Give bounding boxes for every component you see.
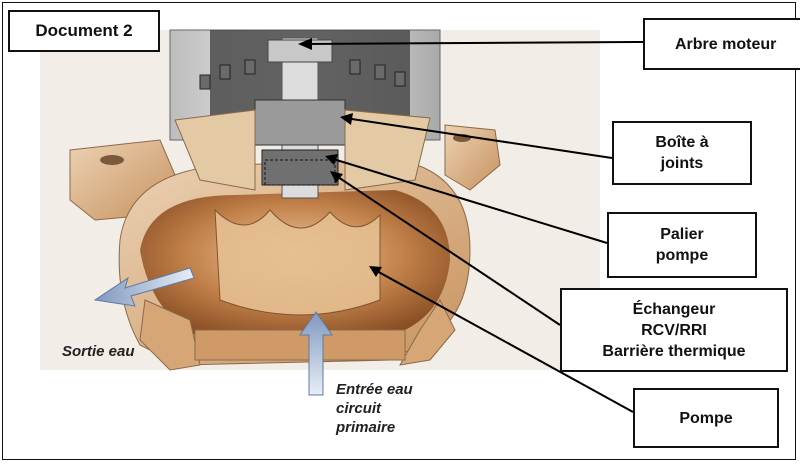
label-boite-a-joints-text: Boîte à joints xyxy=(655,134,709,172)
leader-boite xyxy=(344,117,613,159)
diffuser-vanes xyxy=(214,208,381,316)
shaft-coupling xyxy=(267,39,333,63)
document-frame xyxy=(2,2,796,460)
leader-arbre xyxy=(304,41,646,45)
inlet-flow-arrow xyxy=(299,311,333,396)
bolt-row xyxy=(199,59,406,90)
arrowhead-pompe xyxy=(369,266,382,277)
label-pompe-text: Pompe xyxy=(679,409,733,427)
label-echangeur-text: Échangeur RCV/RRI Barrière thermique xyxy=(602,300,746,360)
document-title: Document 2 xyxy=(8,10,160,52)
inlet-flow-label: Entrée eau circuit primaire xyxy=(336,381,413,436)
gland-housing-left xyxy=(174,109,256,191)
pump-base xyxy=(139,299,201,371)
outlet-flow-arrow xyxy=(93,267,195,307)
leader-echangeur xyxy=(334,174,561,326)
outlet-flow-label: Sortie eau xyxy=(62,343,135,360)
arrowhead-arbre xyxy=(298,38,312,50)
leader-pompe xyxy=(374,269,634,413)
label-echangeur: Échangeur RCV/RRI Barrière thermique xyxy=(560,288,788,372)
label-pompe: Pompe xyxy=(633,388,779,448)
leader-lines xyxy=(304,41,646,413)
seal-housing xyxy=(254,99,346,146)
label-boite-a-joints: Boîte à joints xyxy=(612,121,752,185)
arrowhead-boite xyxy=(340,113,353,125)
label-arbre-moteur: Arbre moteur xyxy=(643,18,800,70)
arrowhead-echangeur xyxy=(330,171,343,183)
label-palier-pompe: Palier pompe xyxy=(607,212,757,278)
pump-base-right xyxy=(399,299,456,366)
bearing-block xyxy=(261,149,339,186)
label-arbre-moteur-text: Arbre moteur xyxy=(675,35,777,53)
label-palier-pompe-text: Palier pompe xyxy=(655,226,709,264)
leader-palier xyxy=(329,157,608,244)
arrow-heads xyxy=(298,38,382,277)
arrowhead-palier xyxy=(325,154,338,165)
flange-hole-left xyxy=(100,155,124,165)
